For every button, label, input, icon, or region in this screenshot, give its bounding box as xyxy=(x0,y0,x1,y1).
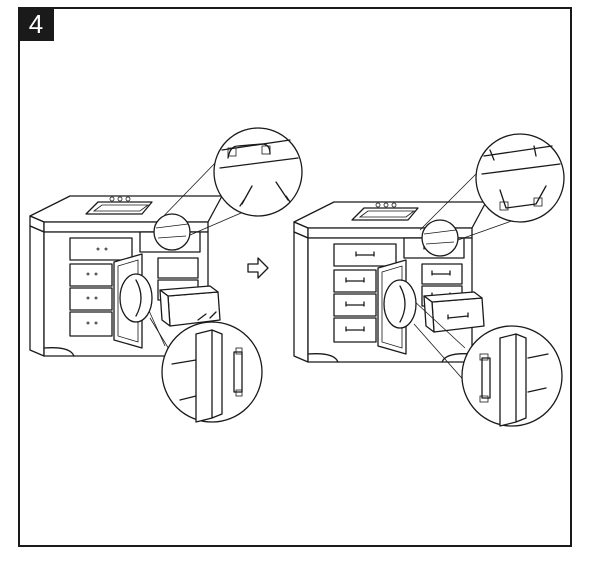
instruction-frame xyxy=(18,7,572,547)
detail-top-handle-right xyxy=(419,133,565,257)
detail-door-handle-right xyxy=(383,279,563,427)
detail-top-handle-left xyxy=(153,127,303,251)
vanity-after xyxy=(293,201,487,363)
step-number-badge: 4 xyxy=(18,7,54,41)
right-outline-arrow-icon xyxy=(247,257,269,279)
detail-door-handle-left xyxy=(119,273,263,423)
